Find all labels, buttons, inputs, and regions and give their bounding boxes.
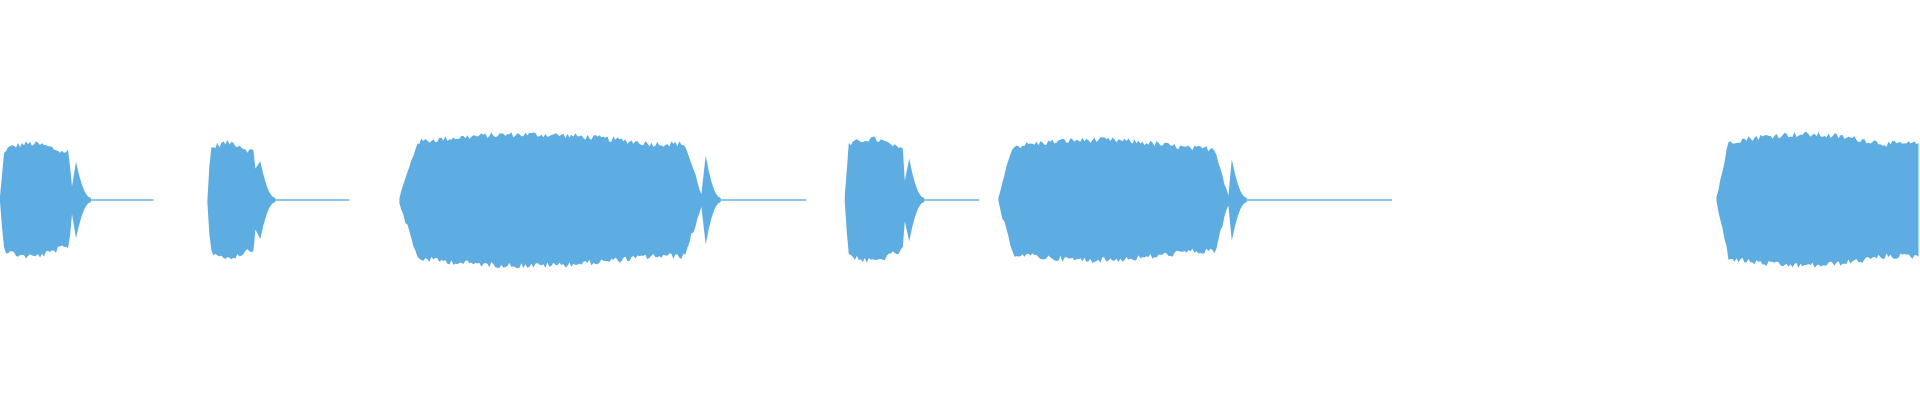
waveform-segment-2	[207, 139, 350, 260]
waveform-tail	[1246, 199, 1392, 201]
waveform-body	[0, 141, 91, 259]
waveform-body	[399, 132, 721, 269]
waveform-tail	[924, 199, 980, 201]
waveform-body	[207, 139, 276, 260]
waveform-segment-1	[0, 141, 154, 259]
waveform-segment-3	[399, 132, 807, 269]
waveform-tail	[91, 199, 154, 201]
waveform-body	[1716, 131, 1919, 268]
waveform-body	[844, 136, 925, 263]
waveform-segment-5	[998, 137, 1392, 263]
waveform-body	[998, 137, 1247, 263]
waveform-tail	[720, 199, 807, 201]
waveform-segment-6	[1716, 131, 1919, 268]
waveform-tail	[275, 199, 350, 201]
waveform-segment-4	[844, 136, 980, 263]
